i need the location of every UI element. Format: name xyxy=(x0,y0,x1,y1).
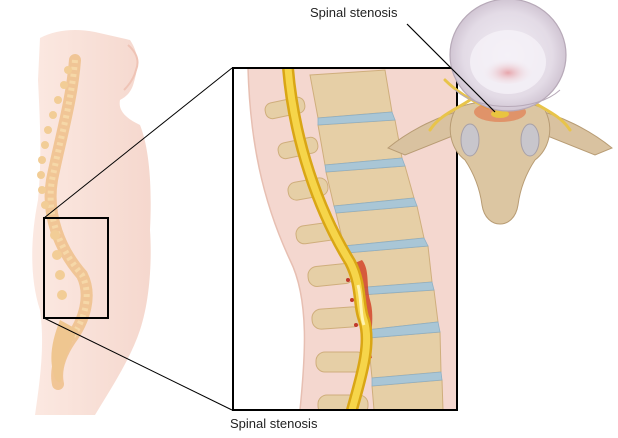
inset-frame xyxy=(232,67,458,411)
spine-column-icon xyxy=(37,54,93,390)
label-spinal-stenosis-bottom: Spinal stenosis xyxy=(230,416,318,431)
label-leader-line xyxy=(406,23,496,113)
connector-line-bottom xyxy=(43,317,233,411)
lumbar-inset xyxy=(232,67,458,411)
zoom-region-box xyxy=(43,217,109,319)
connector-line-top xyxy=(43,67,233,219)
vertebra-top-view xyxy=(387,0,613,225)
body-side-view xyxy=(32,30,151,415)
label-spinal-stenosis-top: Spinal stenosis xyxy=(310,5,398,20)
